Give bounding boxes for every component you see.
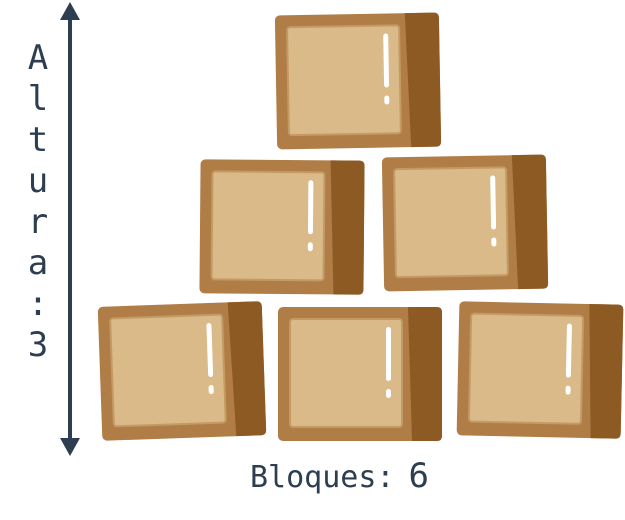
block [456, 301, 624, 439]
block-highlight-bar [386, 327, 391, 381]
height-label-char: : [27, 284, 49, 324]
blocks-label-group: Bloques: 6 [250, 456, 429, 496]
height-label-char: a [27, 243, 49, 283]
block [278, 307, 442, 441]
block-side [330, 160, 365, 295]
block-side [589, 304, 624, 439]
block-highlight-bar [490, 175, 497, 230]
block-face [109, 313, 227, 428]
block-highlight-bar [206, 323, 214, 378]
block-highlight-bar [307, 180, 314, 235]
block-row-top [274, 12, 442, 150]
height-arrow [60, 2, 80, 456]
block-highlight-bar [565, 323, 572, 378]
blocks-label: Bloques: [250, 460, 395, 495]
block-face [289, 318, 403, 428]
block-highlight-dot [307, 242, 313, 252]
blocks-count: 6 [408, 456, 429, 496]
block-face [286, 24, 402, 137]
block-face [210, 170, 326, 282]
block-highlight-dot [491, 237, 497, 247]
height-label-char: r [27, 202, 49, 242]
block-highlight-dot [565, 385, 571, 395]
block-pyramid [97, 12, 624, 441]
block-face [393, 166, 509, 279]
block-side [408, 307, 442, 441]
block [274, 12, 442, 150]
height-label-char: l [27, 79, 49, 119]
block-row-middle [199, 154, 549, 295]
height-label-char: 3 [27, 325, 49, 365]
block [381, 154, 549, 292]
block-highlight-dot [208, 384, 214, 394]
height-label-char: u [27, 161, 49, 201]
height-label-char: t [27, 120, 49, 160]
height-arrow-head-down [60, 438, 80, 456]
block-side [511, 154, 549, 290]
block-highlight-bar [383, 33, 390, 88]
height-label-char: A [27, 38, 49, 78]
block-side [227, 301, 267, 437]
block-highlight-dot [386, 389, 391, 398]
block-side [404, 12, 442, 148]
block [199, 159, 365, 295]
block-highlight-dot [384, 95, 390, 105]
block-row-bottom [97, 301, 624, 441]
height-arrow-head-up [60, 2, 80, 20]
block-face [467, 312, 585, 425]
block [97, 301, 267, 441]
